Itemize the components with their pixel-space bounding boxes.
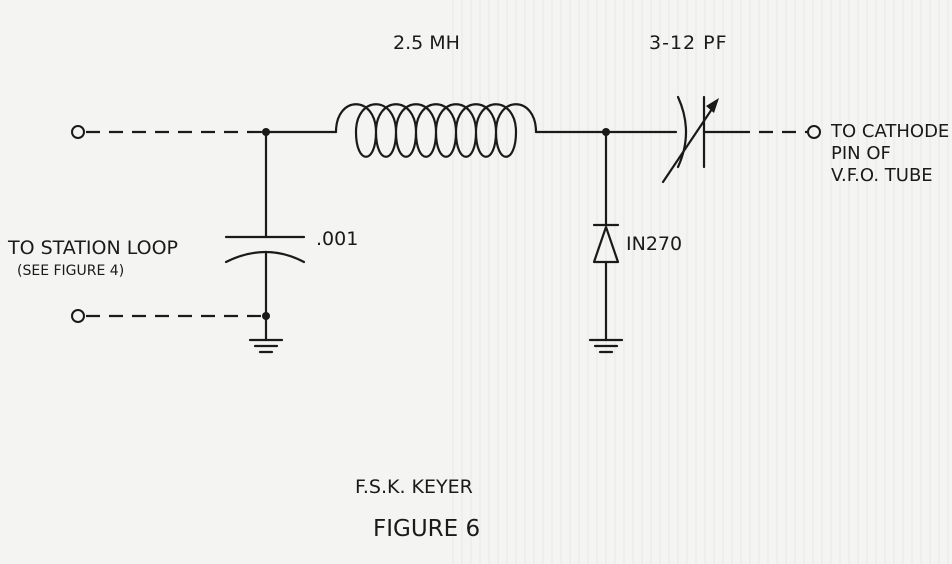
- diode-triangle: [592, 225, 620, 264]
- caption-title: F.S.K. KEYER: [355, 476, 473, 498]
- inductor-label: 2.5 MH: [393, 32, 460, 54]
- varcap-arrow-shaft: [661, 104, 716, 184]
- cathode-label-line2: PIN OF: [831, 143, 891, 164]
- see-figure-note: (SEE FIGURE 4): [17, 263, 125, 279]
- paper-texture: [452, 0, 952, 564]
- capacitor-label: .001: [316, 228, 359, 250]
- input-terminal-top: [71, 125, 85, 139]
- varcap-plate-left: [676, 95, 688, 169]
- station-loop-label: TO STATION LOOP: [8, 237, 179, 259]
- input-terminal-bottom: [71, 309, 85, 323]
- output-terminal: [807, 125, 821, 139]
- varcap-arrow-head: [706, 98, 719, 113]
- inductor-coil: [334, 103, 538, 158]
- cathode-label-line3: V.F.O. TUBE: [831, 165, 933, 186]
- figure-number: FIGURE 6: [373, 516, 481, 542]
- diode-label: IN270: [626, 233, 683, 255]
- varcap-label: 3-12 PF: [649, 32, 728, 54]
- cathode-label-line1: TO CATHODE: [831, 121, 950, 142]
